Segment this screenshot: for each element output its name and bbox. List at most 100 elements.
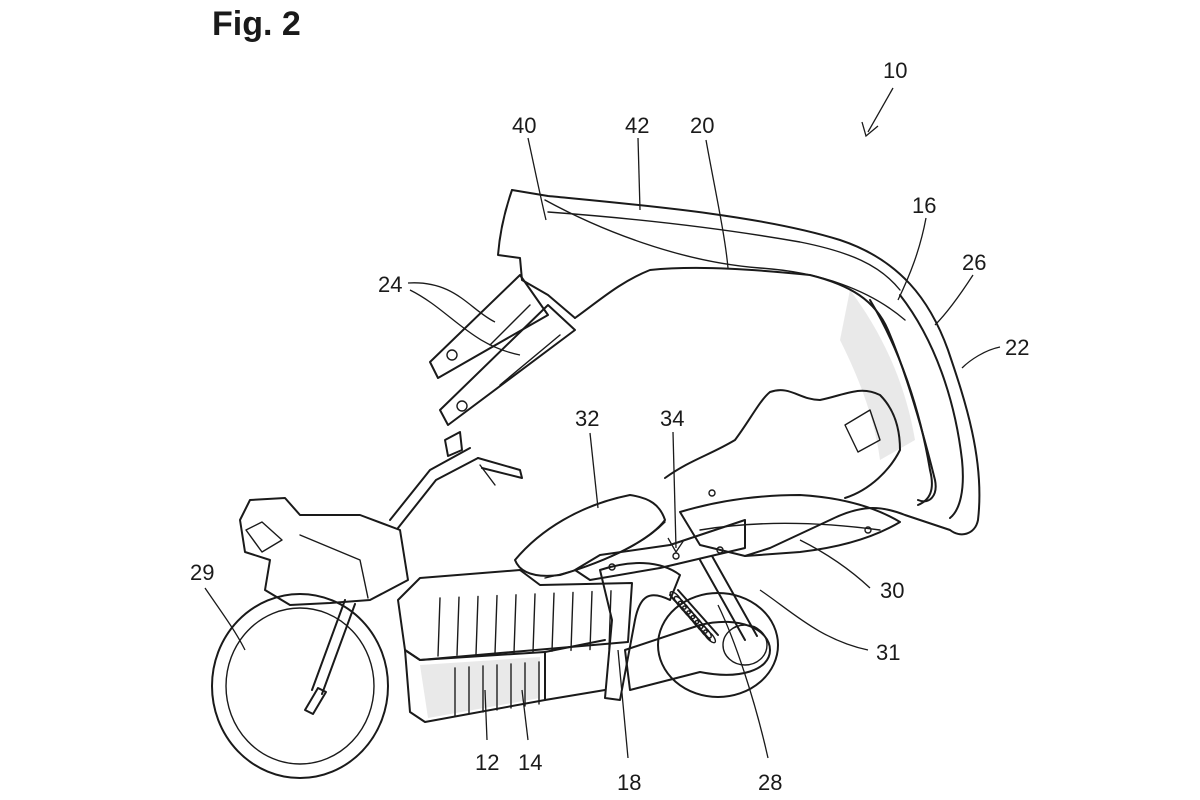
leader-24b (409, 289, 521, 356)
leader-34 (672, 431, 677, 549)
mirror (444, 431, 463, 457)
battery-shade (420, 657, 540, 718)
frame-member-18 (599, 562, 681, 701)
seat-edge (544, 521, 666, 579)
spring-coil (690, 615, 704, 629)
leader-12 (484, 689, 488, 741)
figure-title: Fig. 2 (212, 5, 301, 43)
roof-front-edge (497, 189, 576, 319)
spring-coil (703, 629, 717, 644)
front-fork (311, 599, 356, 695)
leader-28 (717, 604, 769, 759)
leader-30 (799, 539, 871, 589)
lever (479, 464, 496, 486)
ref-18: 18 (617, 770, 641, 795)
front-wheel-tire (211, 593, 389, 779)
battery-cell-divider (475, 595, 479, 656)
seat-rail-34 (574, 519, 746, 581)
strap-lower-hole (456, 400, 468, 412)
ref-34: 34 (660, 406, 684, 431)
strap-upper-ridge (489, 304, 531, 346)
roof-assembly (497, 189, 981, 557)
strap-upper-hole (446, 349, 458, 361)
ref-16: 16 (912, 193, 936, 218)
ref-29: 29 (190, 560, 214, 585)
leader-16 (897, 217, 927, 301)
battery-cell-divider (513, 594, 517, 654)
rear-frame-28 (699, 555, 758, 641)
ref-20: 20 (690, 113, 714, 138)
fork-lower (304, 687, 327, 715)
arrowhead-10 (861, 121, 879, 138)
leader-26 (934, 274, 974, 326)
side-window (844, 409, 881, 453)
rear-wheel (657, 592, 779, 698)
spring-coil (673, 595, 687, 610)
roof-panel-shade (840, 290, 915, 460)
reference-numerals: 10 40 42 20 16 26 22 24 32 34 29 30 31 1… (190, 58, 1029, 795)
leader-lines (204, 87, 1001, 759)
strap-lower-ridge (499, 334, 561, 386)
front-fairing (239, 497, 409, 606)
seat-back-panel (664, 389, 901, 499)
roof-pillar-16 (869, 299, 933, 506)
battery-cell-divider (456, 596, 460, 656)
fastener-a (708, 489, 716, 497)
ref-30: 30 (880, 578, 904, 603)
ref-22: 22 (1005, 335, 1029, 360)
leader-29 (204, 587, 246, 651)
headlight (245, 521, 283, 553)
battery-cell-divider (570, 591, 574, 652)
battery-cell-divider (532, 593, 536, 653)
strap-upper (429, 274, 549, 379)
ref-32: 32 (575, 406, 599, 431)
leader-40 (527, 137, 547, 221)
lower-shell-30 (679, 494, 901, 557)
rail-bolt-a (608, 563, 616, 571)
ref-31: 31 (876, 640, 900, 665)
hub (722, 624, 768, 666)
arrowhead-34 (667, 537, 685, 554)
seat-32 (514, 494, 666, 577)
roof-shell-outline (511, 189, 981, 557)
battery-cell-divider (551, 592, 555, 652)
leader-10 (867, 87, 894, 133)
battery-cell-divider (589, 590, 593, 651)
roof-line-20 (544, 199, 906, 321)
strap-lower (439, 304, 576, 426)
spring-coil (682, 605, 696, 620)
spring-coil (686, 610, 700, 625)
leader-22 (961, 346, 1001, 369)
leader-18 (617, 649, 629, 759)
front-straps-24 (429, 274, 576, 426)
leader-14 (521, 689, 529, 741)
ref-42: 42 (625, 113, 649, 138)
ref-28: 28 (758, 770, 782, 795)
leader-31 (759, 589, 869, 651)
roof-pillar-26 (899, 294, 964, 519)
handlebar-grip (477, 457, 523, 479)
battery-cell-divider (494, 594, 498, 655)
ref-12: 12 (475, 750, 499, 775)
leader-42 (637, 137, 641, 211)
battery-cell-divider (437, 597, 441, 657)
leader-20 (705, 139, 729, 269)
underbody-link (544, 639, 606, 701)
ref-26: 26 (962, 250, 986, 275)
ref-40: 40 (512, 113, 536, 138)
ref-24: 24 (378, 272, 402, 297)
spring-coil (677, 600, 691, 615)
ref-10: 10 (883, 58, 907, 83)
fairing-crease (299, 534, 369, 599)
leader-32 (589, 432, 599, 509)
leader-24a (407, 282, 496, 323)
front-wheel-rim (225, 607, 375, 765)
ref-14: 14 (518, 750, 542, 775)
fastener-b (864, 526, 872, 534)
roof-line-42 (547, 211, 901, 291)
motorcycle (211, 431, 779, 779)
handlebar-stem (389, 447, 479, 529)
drive-unit-31 (624, 620, 771, 691)
